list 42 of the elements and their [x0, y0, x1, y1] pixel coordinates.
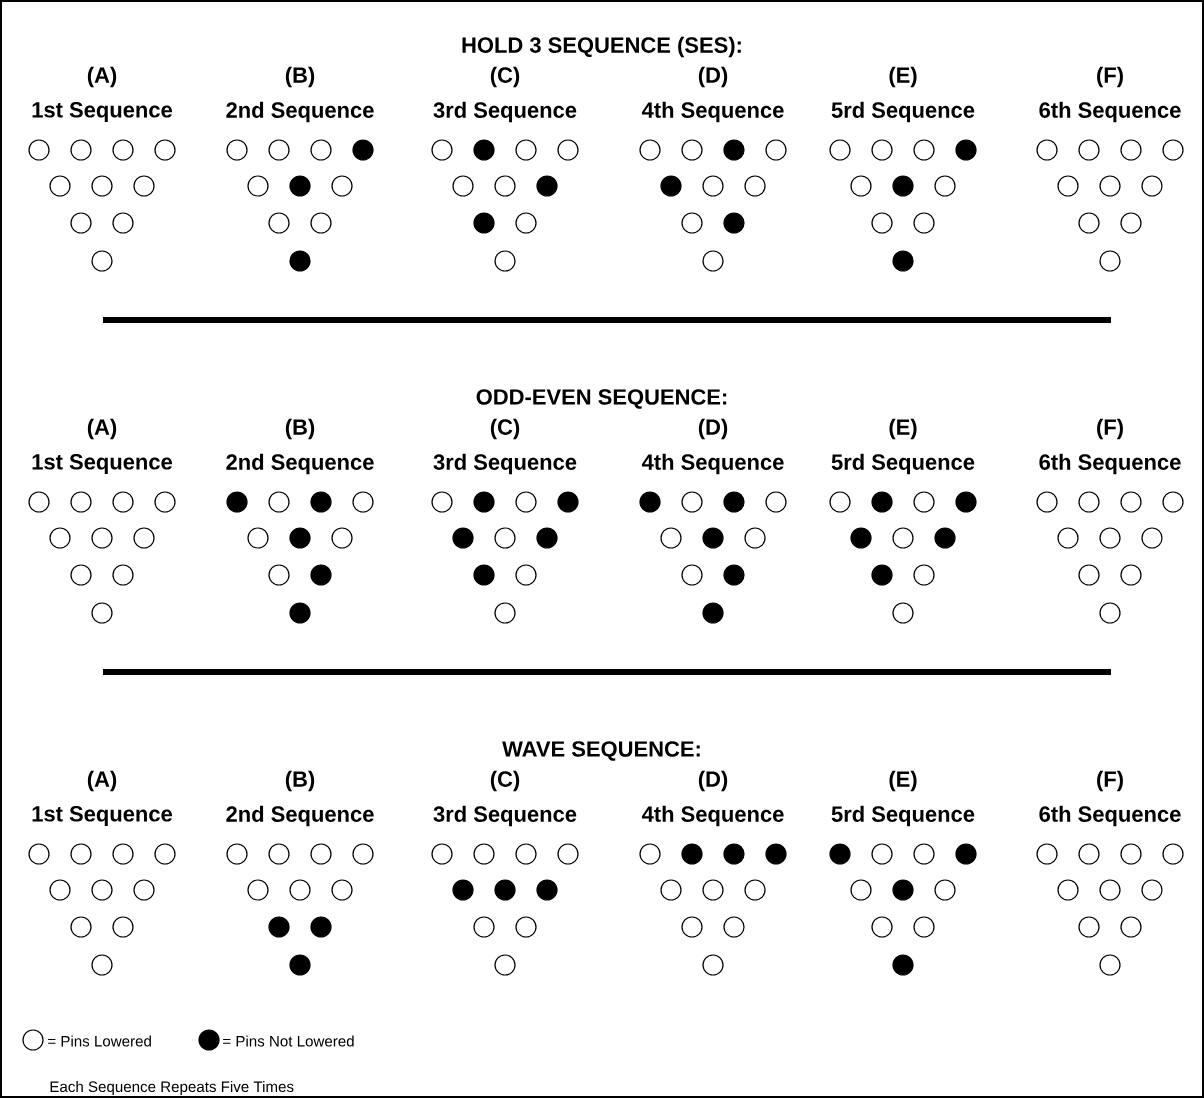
section-heading: ODD-EVEN SEQUENCE: [476, 389, 727, 409]
column-letter: (D) [698, 770, 728, 792]
sequence-label: 1st Sequence [32, 806, 173, 826]
sequence-label: 6th Sequence [1039, 453, 1181, 475]
column-letter: (C) [490, 418, 520, 440]
column-letter: (A) [87, 770, 117, 792]
column-letter: (B) [285, 418, 315, 440]
note-text: Each Sequence Repeats Five Times [50, 1080, 294, 1096]
column-letter: (F) [1097, 418, 1123, 440]
sequence-label: 1st Sequence [32, 102, 173, 122]
column-letter: (E) [889, 770, 917, 792]
sequence-label: 3rd Sequence [433, 805, 577, 827]
legend-text: = Pins Lowered [48, 1035, 151, 1047]
column-letter: (F) [1097, 770, 1123, 792]
sequence-label: 2nd Sequence [226, 453, 374, 475]
legend-text: = Pins Not Lowered [223, 1035, 354, 1047]
sequence-label: 6th Sequence [1039, 101, 1181, 123]
section-heading: WAVE SEQUENCE: [502, 741, 700, 761]
column-letter: (C) [490, 66, 520, 88]
section-heading: HOLD 3 SEQUENCE (SES): [462, 36, 741, 58]
sequence-label: 6th Sequence [1039, 805, 1181, 827]
sequence-label: 4th Sequence [641, 101, 784, 123]
sequence-label: 3rd Sequence [433, 101, 577, 123]
sequence-label: 5rd Sequence [831, 101, 975, 123]
column-letter: (D) [698, 418, 728, 440]
column-letter: (B) [285, 66, 315, 88]
sequence-label: 3rd Sequence [433, 453, 577, 475]
sequence-label: 4th Sequence [641, 805, 784, 827]
column-letter: (A) [87, 66, 117, 88]
sequence-label: 4th Sequence [641, 453, 784, 475]
column-letter: (A) [87, 418, 117, 440]
column-letter: (D) [698, 66, 728, 88]
sequence-label: 5rd Sequence [831, 453, 975, 475]
column-letter: (F) [1097, 66, 1123, 88]
sequence-label: 2nd Sequence [226, 805, 374, 827]
sequence-label: 5rd Sequence [831, 805, 975, 827]
column-letter: (B) [285, 770, 315, 792]
sequence-label: 1st Sequence [32, 454, 173, 474]
column-letter: (C) [490, 770, 520, 792]
sequence-label: 2nd Sequence [226, 101, 374, 123]
column-letter: (E) [889, 418, 917, 440]
column-letter: (E) [889, 66, 917, 88]
